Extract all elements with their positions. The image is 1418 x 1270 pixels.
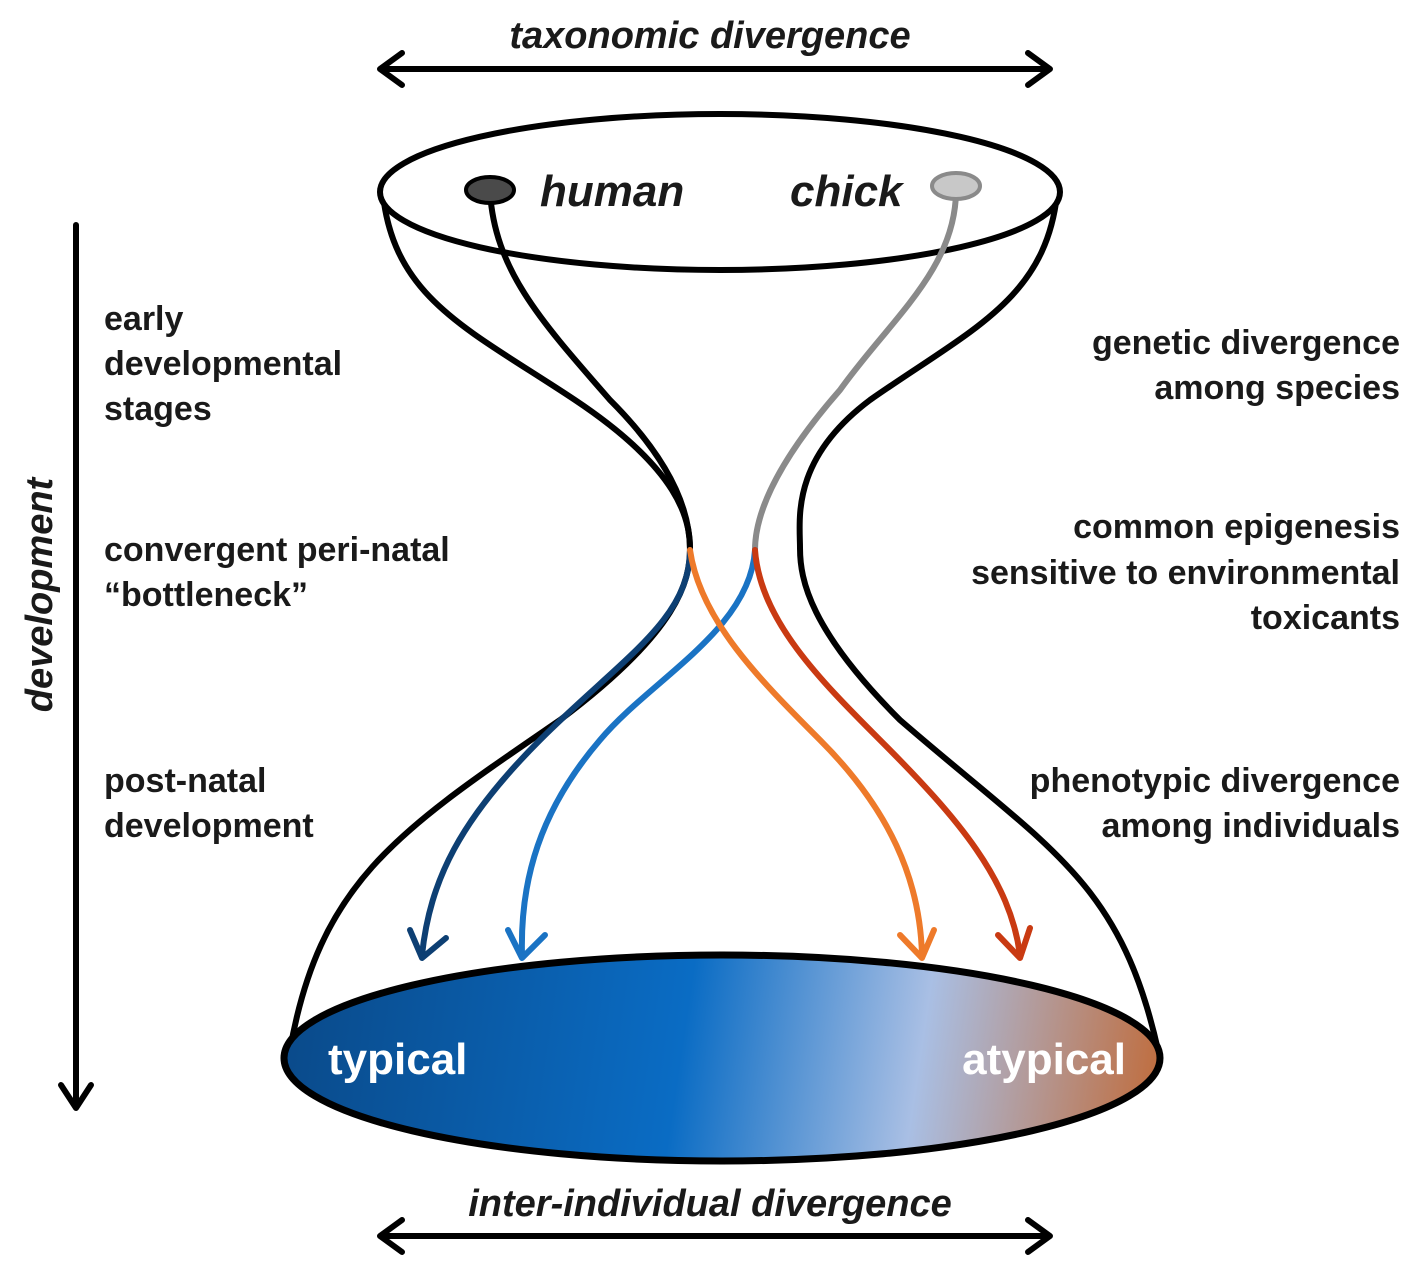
- phenotypic-line-1: phenotypic divergence: [1030, 762, 1400, 800]
- atypical-label: atypical: [962, 1035, 1126, 1084]
- development-arrow: [58, 222, 94, 1111]
- postnatal-line-1: post-natal: [104, 762, 266, 800]
- outcome-ellipse: [280, 951, 1164, 1165]
- early-line-3: stages: [104, 390, 212, 428]
- inter-individual-divergence-label: inter-individual divergence: [468, 1183, 952, 1225]
- chick-label: chick: [790, 167, 905, 216]
- chick-path: [752, 189, 959, 553]
- postnatal-line-2: development: [104, 807, 314, 845]
- epigenesis-line-2: sensitive to environmental: [971, 554, 1400, 592]
- dark-blue-arrowhead: [407, 927, 449, 961]
- taxonomic-divergence-label: taxonomic divergence: [509, 15, 910, 57]
- early-line-2: developmental: [104, 345, 342, 383]
- bottleneck-line-2: “bottleneck”: [104, 576, 308, 614]
- typical-label: typical: [328, 1035, 467, 1084]
- left-labels: early developmental stages convergent pe…: [104, 300, 450, 845]
- outcome-paths: [407, 547, 1033, 961]
- genetic-line-1: genetic divergence: [1092, 324, 1400, 362]
- development-label: development: [19, 476, 61, 712]
- taxonomic-divergence-arrow: [377, 50, 1053, 88]
- orange-path: [687, 547, 925, 958]
- human-label: human: [540, 167, 684, 216]
- right-labels: genetic divergence among species common …: [971, 324, 1400, 845]
- chick-dot: [930, 171, 982, 201]
- human-dot: [464, 175, 516, 205]
- blue-path: [518, 547, 758, 958]
- epigenesis-line-1: common epigenesis: [1073, 508, 1400, 546]
- dark-blue-path: [419, 547, 693, 958]
- phenotypic-line-2: among individuals: [1102, 807, 1400, 845]
- red-orange-arrowhead: [995, 925, 1033, 961]
- bottleneck-line-1: convergent peri-natal: [104, 531, 450, 569]
- red-orange-path: [752, 547, 1023, 958]
- top-ellipse: [377, 111, 1063, 273]
- human-path: [487, 189, 693, 553]
- epigenesis-line-3: toxicants: [1251, 599, 1400, 637]
- orange-arrowhead: [897, 927, 937, 961]
- early-line-1: early: [104, 300, 183, 338]
- genetic-line-2: among species: [1154, 369, 1400, 407]
- inter-individual-divergence-arrow: [377, 1217, 1053, 1255]
- blue-arrowhead: [505, 927, 548, 961]
